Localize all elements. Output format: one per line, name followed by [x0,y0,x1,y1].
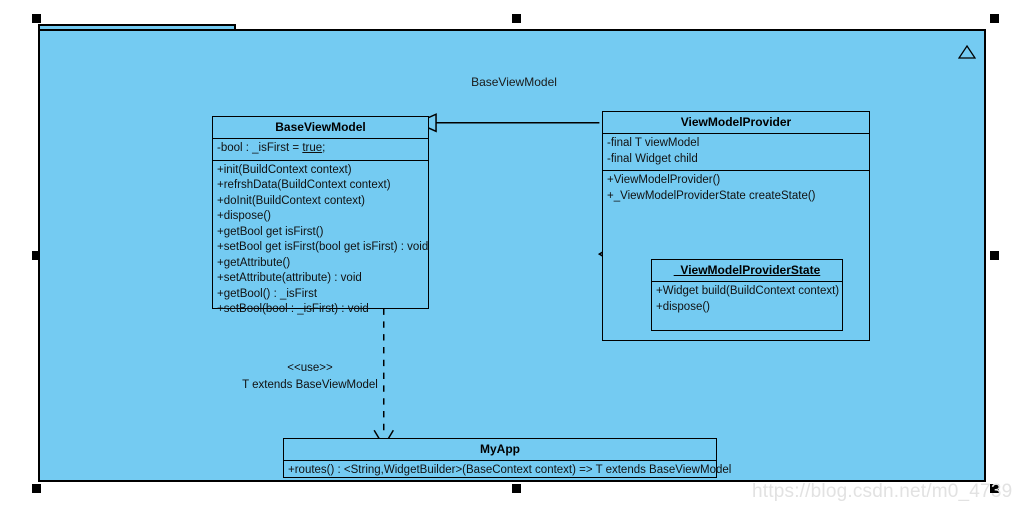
watermark: https://blog.csdn.net/m0_47390782 [752,481,1012,502]
dependency-stereotype: <<use>> [287,362,333,374]
operation-row: +routes() : <String,WidgetBuilder>(BaseC… [288,464,732,476]
class-box-view-model-provider[interactable]: ViewModelProvider -final T viewModel -fi… [602,111,870,341]
operation-row: +doInit(BuildContext context) [217,194,365,207]
operations-compartment-view-model-provider-state: +Widget build(BuildContext context) +dis… [652,282,842,318]
operation-row: +setAttribute(attribute) : void [217,272,362,284]
selection-handle-top-left[interactable] [32,14,41,23]
class-name-my-app: MyApp [284,439,716,461]
attributes-compartment-view-model-provider: -final T viewModel -final Widget child [603,134,869,171]
class-box-base-view-model[interactable]: BaseViewModel -bool : _isFirst = true; +… [212,116,429,315]
class-box-my-app[interactable]: MyApp +routes() : <String,WidgetBuilder>… [283,438,731,478]
class-name-view-model-provider: ViewModelProvider [603,112,869,134]
operations-compartment-my-app: +routes() : <String,WidgetBuilder>(BaseC… [284,461,732,482]
operation-row: +ViewModelProvider() [607,174,721,186]
attribute-row: -final Widget child [607,152,698,165]
edge-generalization[interactable] [414,113,600,133]
frame-title: BaseViewModel [471,75,557,89]
operations-compartment-base-view-model: +init(BuildContext context) +refrshData(… [213,161,428,321]
class-box-view-model-provider-state[interactable]: _ViewModelProviderState +Widget build(Bu… [651,259,843,331]
selection-handle-middle-right[interactable] [990,251,999,260]
selection-handle-bottom-left[interactable] [32,484,41,493]
selection-handle-top-center[interactable] [512,14,521,23]
uml-frame[interactable]: BaseViewModel <<use> [38,29,986,482]
attribute-value-link[interactable]: true [302,142,323,154]
operation-row: +init(BuildContext context) [217,163,352,176]
attribute-suffix: ; [322,142,326,154]
operation-row: +getBool get isFirst() [217,225,324,238]
dependency-label-text: T extends BaseViewModel [242,379,378,391]
attribute-prefix: -bool : _isFirst = [217,142,303,154]
attribute-row: -final T viewModel [607,137,700,149]
attribute-row: -bool : _isFirst = true; [213,141,428,157]
operation-row: +getBool() : _isFirst [217,287,318,300]
operation-row: +setBool get isFirst(bool get isFirst) :… [217,241,429,253]
attributes-compartment-base-view-model: -bool : _isFirst = true; [213,139,428,161]
selection-handle-top-right[interactable] [990,14,999,23]
operation-row: +_ViewModelProviderState createState() [607,189,816,202]
operations-compartment-view-model-provider: +ViewModelProvider() +_ViewModelProvider… [603,171,869,207]
dependency-label: <<use>> T extends BaseViewModel [220,360,400,394]
selection-handle-bottom-center[interactable] [512,484,521,493]
operation-row: +dispose() [656,300,711,313]
operation-row: +getAttribute() [217,256,291,269]
class-name-view-model-provider-state: _ViewModelProviderState [652,260,842,282]
class-name-base-view-model: BaseViewModel [213,117,428,139]
operation-row: +dispose() [217,210,272,222]
selection-handle-middle-left[interactable] [32,251,41,260]
triangle-icon[interactable] [958,44,976,60]
operation-row: +setBool(bool : _isFirst) : void [217,303,369,315]
operation-row: +Widget build(BuildContext context) [656,285,840,297]
operation-row: +refrshData(BuildContext context) [217,179,391,191]
selection-handle-bottom-right[interactable] [990,484,999,493]
